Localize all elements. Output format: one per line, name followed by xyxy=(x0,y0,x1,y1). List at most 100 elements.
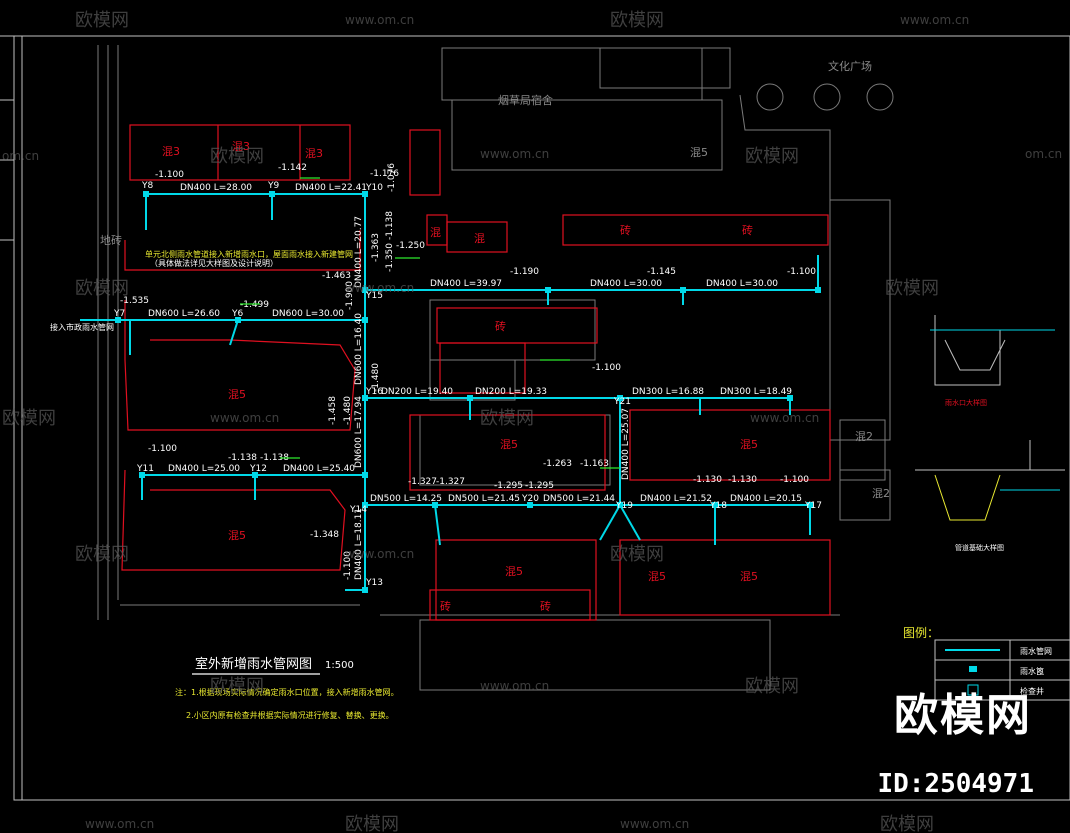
model-id: ID:2504971 xyxy=(877,769,1034,799)
legend: 图例： 雨水管网 雨水篦 检查井 xyxy=(903,626,1070,701)
watermark-brand-6: 欧模网 xyxy=(885,278,939,299)
elev-11: -1.145 xyxy=(647,267,676,277)
node-label-y13: Y13 xyxy=(365,578,383,588)
node-labels: Y8 Y9 Y10 Y7 Y6 Y16 Y21 Y11 Y12 Y14 Y20 … xyxy=(113,181,822,588)
legend-item-inlet: 雨水篦 xyxy=(1020,666,1044,676)
block-label-hun5-c: 混5 xyxy=(500,438,518,451)
watermark-brand-2: 欧模网 xyxy=(610,10,664,31)
block-label-hun2-b: 混2 xyxy=(872,487,890,500)
elev-2: -1.142 xyxy=(278,163,307,173)
yellow-note-2: （具体做法详见大样图及设计说明） xyxy=(150,258,278,268)
building-hun3 xyxy=(129,124,351,181)
watermark-site-8: www.om.cn xyxy=(750,411,819,425)
pipe-label-14: DN600 L=17.94 xyxy=(354,396,364,468)
pipe-label-16: DN400 L=25.40 xyxy=(283,464,355,474)
elev-6: -1.250 xyxy=(396,241,425,251)
elev-24: -1.295 xyxy=(525,481,554,491)
elev-9: -1.363 xyxy=(371,233,381,262)
brand-logo-text: 欧模网 xyxy=(894,690,1032,741)
elevation-labels: -1.100 -1.142 -1.176 -1.250 -1.463 -1.19… xyxy=(120,163,816,580)
plan-scale: 1:500 xyxy=(325,660,354,671)
watermark-brand-1: 欧模网 xyxy=(75,10,129,31)
block-label-hun5-existing: 混5 xyxy=(690,146,708,159)
pipe-label-19: DN500 L=21.44 xyxy=(543,494,615,504)
elev-20: -1.138 xyxy=(228,453,257,463)
top-label-dormitory: 烟草局宿舍 xyxy=(498,93,553,107)
node-label-y11: Y11 xyxy=(136,464,154,474)
node-label-y9: Y9 xyxy=(267,181,279,191)
legend-item-pipe: 雨水管网 xyxy=(1020,646,1052,656)
node-label-y15: Y15 xyxy=(365,291,383,301)
detail-label-2: 雨水口大样图 xyxy=(945,398,987,407)
node-label-y8: Y8 xyxy=(141,181,153,191)
elev-8: -1.350 xyxy=(385,243,395,272)
elev-10: -1.190 xyxy=(510,267,539,277)
pipe-label-22: DN400 L=25.07 xyxy=(621,408,631,480)
side-label-paving: 地砖 xyxy=(100,233,122,247)
block-labels: 混3 混3 混3 混5 混5 混5 混5 混5 混5 混5 混 混 砖 砖 砖 … xyxy=(162,140,758,613)
elev-25: -1.263 xyxy=(543,459,572,469)
watermark-brand-14: 欧模网 xyxy=(880,814,934,833)
elev-17: -1.458 xyxy=(328,396,338,425)
block-label-zhuan-c: 砖 xyxy=(495,319,506,333)
pipe-label-18: DN500 L=21.45 xyxy=(448,494,520,504)
elev-22: -1.327 xyxy=(436,477,465,487)
block-label-hun5-f: 混5 xyxy=(648,570,666,583)
elev-13: -1.535 xyxy=(120,296,149,306)
top-label-square: 文化广场 xyxy=(828,59,872,73)
watermark-site-6: www.om.cn xyxy=(345,281,414,295)
watermark-site-1: www.om.cn xyxy=(345,13,414,27)
existing-labels: 混5 混2 混2 烟草局宿舍 文化广场 地砖 xyxy=(100,59,890,500)
node-label-y19: Y19 xyxy=(615,501,633,511)
block-label-zhuan-b: 砖 xyxy=(742,223,753,237)
block-label-hun5-b: 混5 xyxy=(228,529,246,542)
elev-4: -1.076 xyxy=(387,163,397,192)
node-label-y14: Y14 xyxy=(349,505,367,515)
node-label-y16: Y16 xyxy=(365,387,383,397)
elev-19: -1.100 xyxy=(148,444,177,454)
pipe-label-5: DN400 L=30.00 xyxy=(590,279,662,289)
legend-manhole-swatch xyxy=(967,684,979,696)
elev-18: -1.100 xyxy=(592,363,621,373)
elev-1: -1.100 xyxy=(155,170,184,180)
elev-28: -1.130 xyxy=(728,475,757,485)
elev-32: -1.480 xyxy=(343,396,353,425)
block-label-hun5-g: 混5 xyxy=(740,570,758,583)
block-label-hun-b: 混 xyxy=(474,232,485,245)
watermark-brand-3: 欧模网 xyxy=(210,146,264,167)
watermark-brand-13: 欧模网 xyxy=(345,814,399,833)
detail-drawings xyxy=(915,315,1065,521)
elev-5: -1.138 xyxy=(385,211,395,240)
legend-title: 图例： xyxy=(903,626,939,640)
legend-box xyxy=(934,639,1070,701)
elev-12: -1.100 xyxy=(787,267,816,277)
block-label-zhuan-e: 砖 xyxy=(540,599,551,613)
legend-item-manhole: 检查井 xyxy=(1020,686,1044,696)
node-label-y7: Y7 xyxy=(113,309,125,319)
pipe-label-10: DN200 L=19.40 xyxy=(381,387,453,397)
watermark-site-12: www.om.cn xyxy=(620,817,689,831)
watermark-brand-9: 欧模网 xyxy=(75,544,129,565)
detail-label-1: 管道基础大样图 xyxy=(955,543,1004,552)
elev-21: -1.327 xyxy=(408,477,437,487)
node-label-y12: Y12 xyxy=(249,464,267,474)
pipe-label-8: DN600 L=30.00 xyxy=(272,309,344,319)
pipe-label-7: DN600 L=26.60 xyxy=(148,309,220,319)
watermark-brand-5: 欧模网 xyxy=(75,278,129,299)
watermark-site-5: om.cn xyxy=(1025,147,1062,161)
block-label-hun-a: 混 xyxy=(430,226,441,239)
elev-7: -1.463 xyxy=(322,271,351,281)
node-label-y10: Y10 xyxy=(365,183,383,193)
watermark-brand-11: 欧模网 xyxy=(210,676,264,697)
rain-pipe-network xyxy=(80,193,819,591)
block-label-hun3-c: 混3 xyxy=(305,147,323,160)
pipe-label-11: DN200 L=19.33 xyxy=(475,387,547,397)
block-label-hun3-a: 混3 xyxy=(162,145,180,158)
watermark-brand-7: 欧模网 xyxy=(2,408,56,429)
block-label-hun3-b: 混3 xyxy=(232,140,250,153)
pipe-label-15: DN400 L=25.00 xyxy=(168,464,240,474)
elev-15: -1.900 xyxy=(345,281,355,310)
block-label-hun2-a: 混2 xyxy=(855,430,873,443)
elev-31: -1.100 xyxy=(343,551,353,580)
